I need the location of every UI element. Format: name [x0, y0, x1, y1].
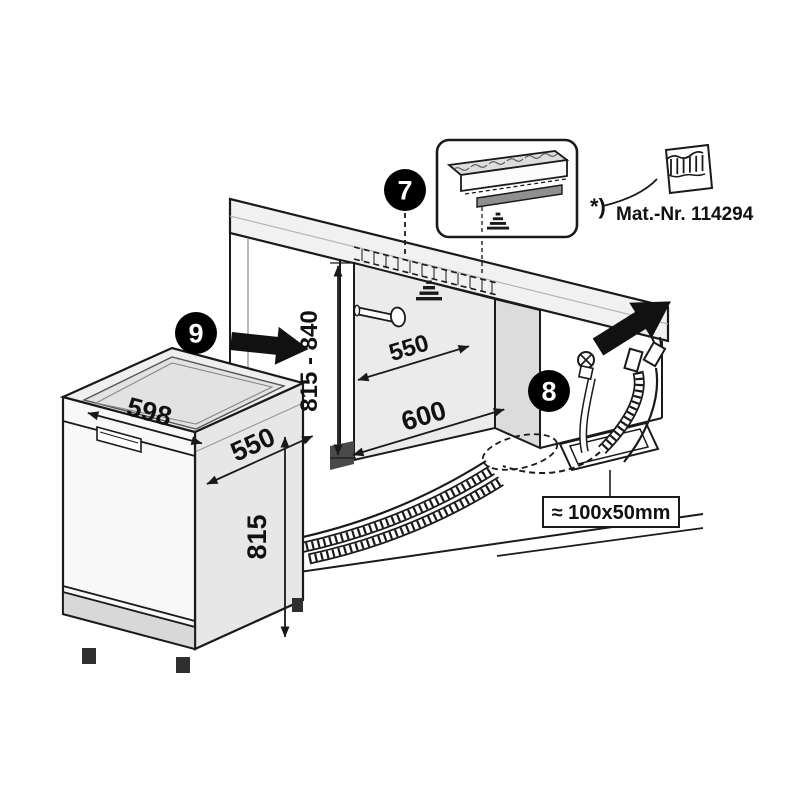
detail-inset [435, 138, 579, 239]
push-in-arrow-icon [230, 326, 309, 365]
install-direction-arrow-icon [592, 301, 671, 356]
niche-right-wall [494, 297, 541, 450]
cutout-size-text: ≈ 100x50mm [552, 502, 671, 524]
foot [176, 657, 190, 673]
step-7-number: 7 [397, 176, 412, 206]
step-badge-8: 8 [528, 370, 570, 412]
material-number-text: Mat.-Nr. 114294 [616, 204, 754, 225]
protective-strip [476, 184, 563, 208]
corrugated-hose [307, 476, 504, 565]
strip-pack-icon [664, 143, 714, 195]
chipboard-texture [452, 153, 558, 171]
corrugated-hose [298, 465, 495, 554]
corrugated-hose [598, 370, 645, 454]
hose-curve-dashed-ellipse [481, 433, 559, 471]
asterisk-mark: *) [590, 194, 606, 219]
worktop-edge [460, 158, 568, 193]
step-badge-7: 7 [384, 169, 426, 211]
cutout-size-label: ≈ 100x50mm [542, 496, 680, 528]
water-tap-icon [577, 351, 595, 381]
dishwasher [59, 346, 307, 673]
step-8-number: 8 [541, 377, 556, 407]
wall-base-shadow [330, 441, 354, 470]
note-leader-curve [602, 178, 658, 207]
foot [292, 598, 303, 612]
dimension-niche-height: 815 - 840 [296, 262, 356, 459]
step-9-number: 9 [188, 319, 203, 349]
dim-815: 815 [242, 514, 272, 559]
step-badge-9: 9 [175, 312, 217, 354]
protective-strip-zone [353, 246, 498, 296]
power-cord [293, 460, 487, 541]
kickplate [62, 590, 196, 651]
mounting-screw [353, 304, 406, 328]
floor-hoses [281, 460, 504, 565]
dimension-dishwasher-height: 815 [242, 436, 290, 638]
supply-hose [579, 377, 596, 453]
power-plug-icon [642, 333, 667, 368]
foot [82, 648, 96, 664]
cabinet-hoses [577, 333, 667, 463]
material-note: *) Mat.-Nr. 114294 [590, 143, 754, 225]
hose-coupling [623, 347, 644, 373]
power-cord [623, 367, 659, 463]
dim-815-840: 815 - 840 [296, 310, 323, 411]
